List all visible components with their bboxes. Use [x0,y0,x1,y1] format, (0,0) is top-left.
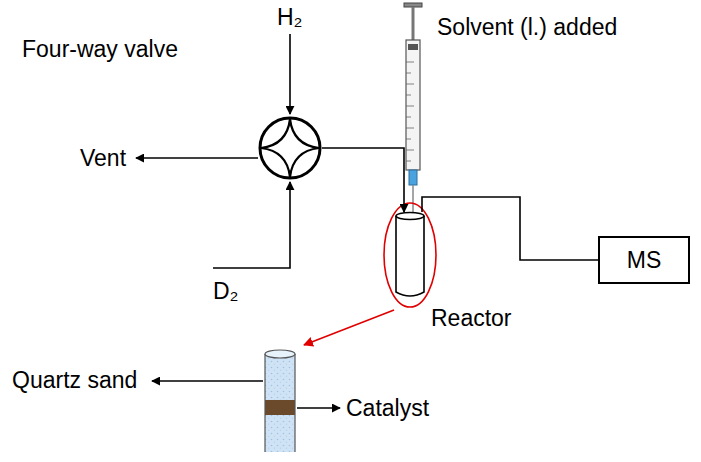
part-label: Quartz sand [12,367,137,393]
highlight-ellipse [384,203,436,307]
vent-line [136,157,258,159]
pipe-connector [322,148,404,212]
vent-label: Vent [80,145,126,171]
valve-symbol [258,116,322,180]
d2-inlet-line [213,182,290,268]
node-label: Four-way valve [22,36,178,62]
catalyst-leader [297,407,340,408]
gas-label: H₂ [277,4,303,30]
reactor-detail [265,350,295,452]
ms-box: MS [598,236,690,284]
h2-inlet-line [289,34,291,114]
node-label: Reactor [431,305,512,331]
reactor-tube [395,212,425,298]
four-way-valve: Four-way valve [258,116,322,180]
pipe-connector [422,197,598,260]
part-label: Catalyst [346,395,429,421]
zoom-arrow [304,310,394,345]
solvent-label: Solvent (l.) added [437,14,617,40]
gas-label: D₂ [213,278,239,304]
node-label: MS [627,247,662,273]
reactor: Reactor [395,212,425,298]
quartz-leader [152,380,263,381]
